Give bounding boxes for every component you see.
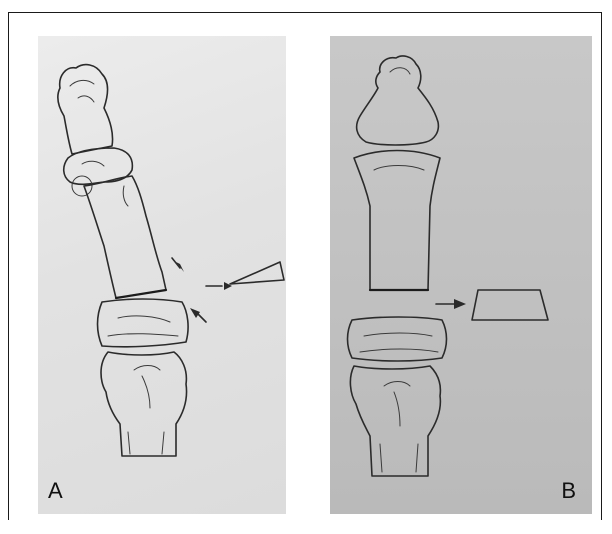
proximal-phalanx-shaft-a-icon xyxy=(84,176,166,298)
arrow-to-trapezoid-b-icon xyxy=(436,299,466,309)
arrow-upper-a-icon xyxy=(172,258,184,272)
wedge-icon xyxy=(230,262,284,284)
panel-a: A xyxy=(38,36,286,514)
trapezoid-icon xyxy=(472,290,548,320)
arrow-lower-a-icon xyxy=(190,308,206,322)
panel-a-label: A xyxy=(48,478,63,504)
panel-a-drawing xyxy=(38,36,286,514)
metatarsal-head-b-icon xyxy=(348,317,447,361)
distal-phalanx-a-icon xyxy=(58,65,113,154)
metatarsal-head-a-icon xyxy=(98,299,189,347)
middle-phalanx-b-icon xyxy=(354,151,440,291)
middle-phalanx-a-icon xyxy=(64,148,133,196)
panel-b: B xyxy=(330,36,592,514)
panel-b-label: B xyxy=(561,478,576,504)
panel-b-drawing xyxy=(330,36,592,514)
arrow-to-wedge-a-icon xyxy=(206,282,232,290)
lower-bone-a-icon xyxy=(101,352,187,456)
lower-bone-b-icon xyxy=(350,366,440,476)
distal-phalanx-b-icon xyxy=(357,56,439,145)
